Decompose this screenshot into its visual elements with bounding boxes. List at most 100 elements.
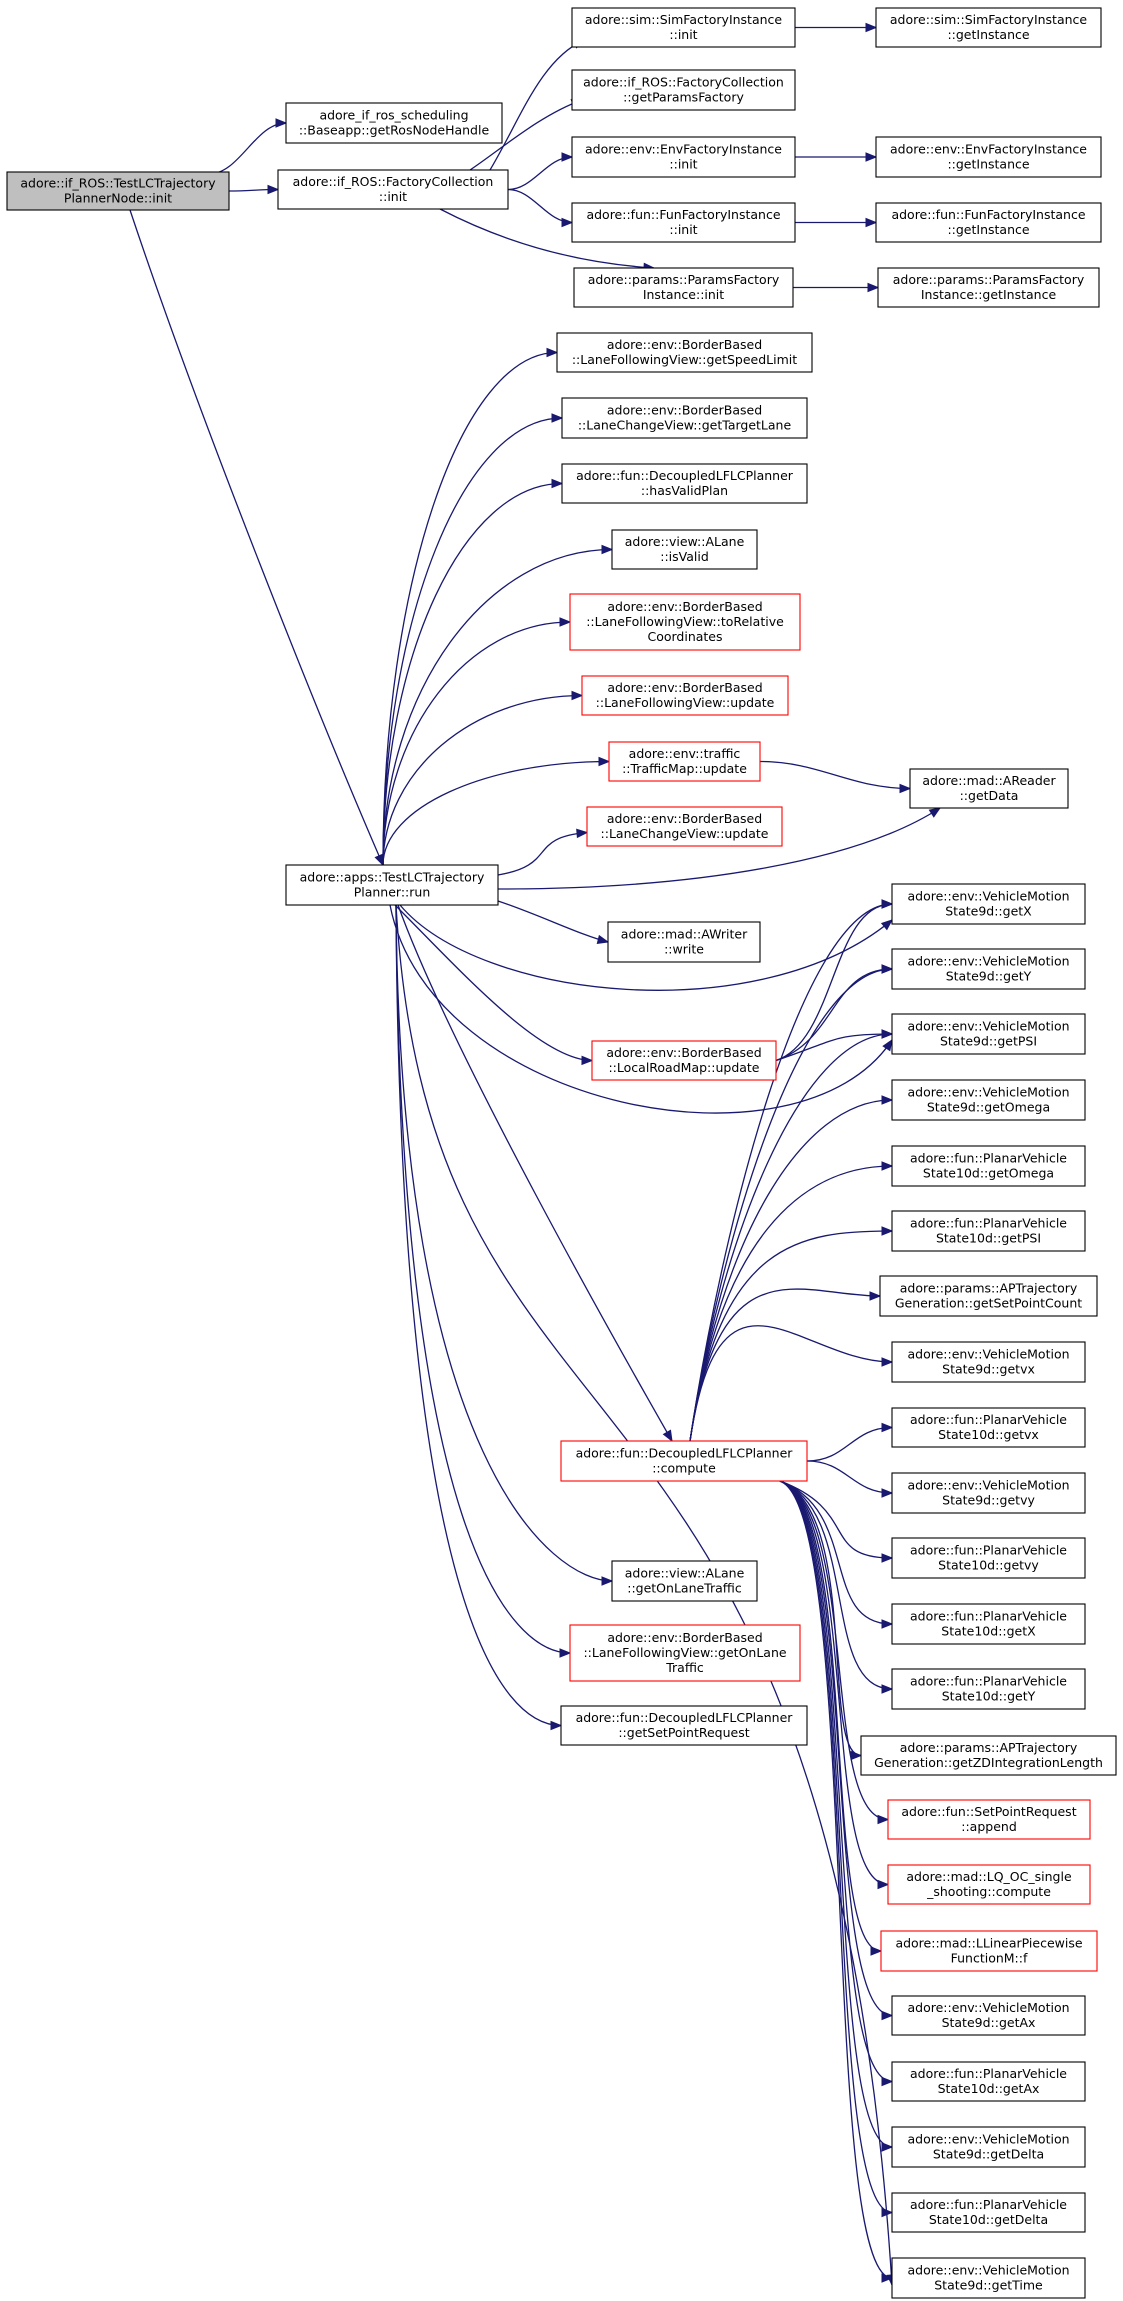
edge-arrowhead <box>881 1619 894 1629</box>
edge-lrm-update-to-vm-getPSI <box>775 1033 893 1062</box>
node-trafficmap-update[interactable]: adore::env::traffic::TrafficMap::update <box>608 741 761 782</box>
node-vm-getTime[interactable]: adore::env::VehicleMotionState9d::getTim… <box>891 2257 1086 2299</box>
node-spr-append[interactable]: adore::fun::SetPointRequest::append <box>887 1799 1091 1840</box>
node-label-line: adore::env::VehicleMotion <box>907 2132 1069 2147</box>
edge-arrowhead <box>877 1814 890 1825</box>
node-label-line: adore::if_ROS::FactoryCollection <box>293 174 494 189</box>
edge-run-to-getSetPointRequest <box>395 904 562 1727</box>
node-pv-getPSI[interactable]: adore::fun::PlanarVehicleState10d::getPS… <box>891 1210 1086 1252</box>
edge-compute-to-pv-getY <box>779 1480 893 1690</box>
node-box <box>891 2126 1086 2168</box>
node-hasValidPlan[interactable]: adore::fun::DecoupledLFLCPlanner::hasVal… <box>561 463 808 504</box>
node-box <box>285 102 503 144</box>
node-box <box>887 1799 1091 1840</box>
node-box <box>891 1145 1086 1187</box>
edge-run-to-alane-isValid <box>382 548 613 866</box>
edge-arrowhead <box>275 118 288 128</box>
node-label-line: Coordinates <box>647 629 722 644</box>
node-label-line: ::init <box>669 222 697 237</box>
edge-arrowhead <box>881 1029 894 1039</box>
node-box <box>877 267 1100 308</box>
node-label-line: ::LaneFollowingView::update <box>596 695 775 710</box>
edge-arrowhead <box>882 1038 893 1052</box>
node-vm-getOmega[interactable]: adore::env::VehicleMotionState9d::getOme… <box>891 1079 1086 1121</box>
node-lfv-getOnLaneTraffic[interactable]: adore::env::BorderBased::LaneFollowingVi… <box>569 1624 801 1682</box>
node-label-line: adore::fun::SetPointRequest <box>901 1804 1076 1819</box>
node-compute[interactable]: adore::fun::DecoupledLFLCPlanner::comput… <box>560 1440 808 1482</box>
node-run[interactable]: adore::apps::TestLCTrajectoryPlanner::ru… <box>285 864 499 906</box>
node-getSpeedLimit[interactable]: adore::env::BorderBased::LaneFollowingVi… <box>556 332 813 373</box>
edge-arrowhead <box>581 1055 594 1066</box>
node-getSetPointRequest[interactable]: adore::fun::DecoupledLFLCPlanner::getSet… <box>560 1705 808 1746</box>
node-label-line: adore::params::ParamsFactory <box>588 272 780 287</box>
node-label-line: State9d::getX <box>945 904 1032 919</box>
node-sim-getInstance[interactable]: adore::sim::SimFactoryInstance::getInsta… <box>875 7 1102 48</box>
node-label-line: adore::env::VehicleMotion <box>907 2000 1069 2015</box>
node-lrm-update[interactable]: adore::env::BorderBased::LocalRoadMap::u… <box>591 1040 777 1081</box>
node-vm-getDelta[interactable]: adore::env::VehicleMotionState9d::getDel… <box>891 2126 1086 2168</box>
node-root[interactable]: adore::if_ROS::TestLCTrajectoryPlannerNo… <box>6 171 230 211</box>
node-label-line: State10d::getPSI <box>936 1231 1041 1246</box>
node-sim-init[interactable]: adore::sim::SimFactoryInstance::init <box>571 7 796 48</box>
node-awriter-write[interactable]: adore::mad::AWriter::write <box>607 921 761 963</box>
edge-arrowhead <box>928 807 942 818</box>
node-label-line: ::LaneChangeView::getTargetLane <box>578 418 792 433</box>
edge-run-to-vm-getPSI <box>389 904 893 1114</box>
node-getSetPointCount[interactable]: adore::params::APTrajectoryGeneration::g… <box>879 1275 1098 1317</box>
node-fun-getInstance[interactable]: adore::fun::FunFactoryInstance::getInsta… <box>875 202 1102 243</box>
node-getOnLaneTraffic[interactable]: adore::view::ALane::getOnLaneTraffic <box>611 1560 758 1602</box>
edge-arrowhead <box>551 413 564 423</box>
node-lq-compute[interactable]: adore::mad::LQ_OC_single_shooting::compu… <box>887 1864 1091 1905</box>
node-label-line: adore::env::VehicleMotion <box>907 889 1069 904</box>
node-getTargetLane[interactable]: adore::env::BorderBased::LaneChangeView:… <box>561 397 808 439</box>
node-label-line: adore::fun::PlanarVehicle <box>910 2197 1067 2212</box>
node-fun-init[interactable]: adore::fun::FunFactoryInstance::init <box>571 202 796 243</box>
node-lcv-update[interactable]: adore::env::BorderBased::LaneChangeView:… <box>586 806 783 847</box>
node-box <box>891 2257 1086 2299</box>
node-pv-getDelta[interactable]: adore::fun::PlanarVehicleState10d::getDe… <box>891 2192 1086 2233</box>
node-alane-isValid[interactable]: adore::view::ALane::isValid <box>611 529 758 570</box>
node-fc-init[interactable]: adore::if_ROS::FactoryCollection::init <box>277 169 509 210</box>
node-label-line: ::getOnLaneTraffic <box>627 1581 742 1596</box>
node-getZD[interactable]: adore::params::APTrajectoryGeneration::g… <box>860 1735 1117 1776</box>
node-env-init[interactable]: adore::env::EnvFactoryInstance::init <box>571 136 796 178</box>
edge-arrowhead <box>881 1684 894 1694</box>
node-getParamsFactory[interactable]: adore::if_ROS::FactoryCollection::getPar… <box>571 69 796 111</box>
node-label-line: ::getInstance <box>947 27 1029 42</box>
node-params-getInstance[interactable]: adore::params::ParamsFactoryInstance::ge… <box>877 267 1100 308</box>
node-lfv-update[interactable]: adore::env::BorderBased::LaneFollowingVi… <box>581 675 789 716</box>
edge-arrowhead <box>881 1488 894 1498</box>
node-label-line: Planner::run <box>354 885 431 900</box>
node-label-line: State9d::getPSI <box>940 1034 1037 1049</box>
node-getRosNodeHandle[interactable]: adore_if_ros_scheduling::Baseapp::getRos… <box>285 102 503 144</box>
node-box <box>891 1210 1086 1252</box>
edge-run-to-vm-getX <box>399 904 893 991</box>
edge-arrowhead <box>551 478 564 489</box>
node-box <box>891 1013 1086 1055</box>
node-box <box>611 529 758 570</box>
node-box <box>891 1407 1086 1448</box>
edge-lrm-update-to-vm-getX <box>775 903 893 1062</box>
edge-compute-to-spr-append <box>779 1480 889 1821</box>
node-areader-getData[interactable]: adore::mad::AReader::getData <box>909 768 1069 809</box>
node-pv-getOmega[interactable]: adore::fun::PlanarVehicleState10d::getOm… <box>891 1145 1086 1187</box>
node-box <box>560 1440 808 1482</box>
node-box <box>571 69 796 111</box>
node-toRelative[interactable]: adore::env::BorderBased::LaneFollowingVi… <box>569 593 801 651</box>
node-params-init[interactable]: adore::params::ParamsFactoryInstance::in… <box>573 267 794 308</box>
node-env-getInstance[interactable]: adore::env::EnvFactoryInstance::getInsta… <box>875 136 1102 178</box>
edge-run-to-toRelative <box>382 621 571 866</box>
node-label-line: ::getInstance <box>947 222 1029 237</box>
